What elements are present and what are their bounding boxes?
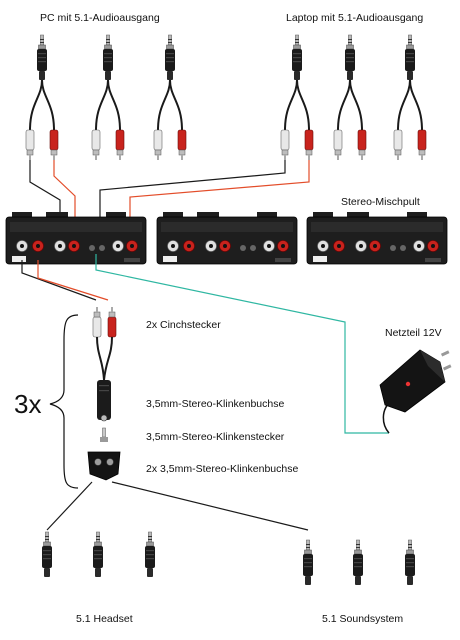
- stereo-mixer-rear: [157, 212, 297, 264]
- power-supply-label: Netzteil 12V: [385, 327, 442, 339]
- device-cables: [46, 481, 309, 531]
- headset-plug-center: [144, 531, 156, 578]
- soundsystem-plug-center: [404, 539, 416, 586]
- laptop-source-label: Laptop mit 5.1-Audioausgang: [286, 12, 423, 24]
- stereo-mixer-center: [307, 212, 447, 264]
- power-supply-icon: [379, 349, 452, 434]
- cinch-plug-pair: [92, 306, 117, 381]
- splitter-label: 2x 3,5mm-Stereo-Klinkenbuchse: [146, 463, 298, 475]
- pc-adapter-front: [26, 35, 58, 160]
- multiplier-label: 3x: [14, 389, 41, 419]
- brace-icon: [49, 314, 79, 489]
- headset-plug-front: [41, 531, 53, 578]
- pc-source-label: PC mit 5.1-Audioausgang: [40, 12, 160, 24]
- laptop-adapter-front: [281, 35, 313, 160]
- stereo-mixer-front: [6, 212, 146, 264]
- soundsystem-label: 5.1 Soundsystem: [322, 613, 403, 625]
- headset-plug-rear: [92, 531, 104, 578]
- pc-adapter-center: [154, 35, 186, 160]
- jack-plug-label: 3,5mm-Stereo-Klinkenstecker: [146, 431, 285, 443]
- mixer-label: Stereo-Mischpult: [341, 196, 420, 208]
- output-cables: [21, 254, 389, 434]
- laptop-adapter-center: [394, 35, 426, 160]
- laptop-adapter-rear: [334, 35, 366, 160]
- jack-plug: [100, 427, 108, 442]
- cinch-plug-label: 2x Cinchstecker: [146, 319, 221, 331]
- headset-label: 5.1 Headset: [76, 613, 133, 625]
- jack-socket-label: 3,5mm-Stereo-Klinkenbuchse: [146, 398, 284, 410]
- splitter-icon: [87, 451, 121, 481]
- soundsystem-plug-front: [302, 539, 314, 586]
- jack-socket: [97, 380, 111, 422]
- soundsystem-plug-rear: [352, 539, 364, 586]
- pc-adapter-rear: [92, 35, 124, 160]
